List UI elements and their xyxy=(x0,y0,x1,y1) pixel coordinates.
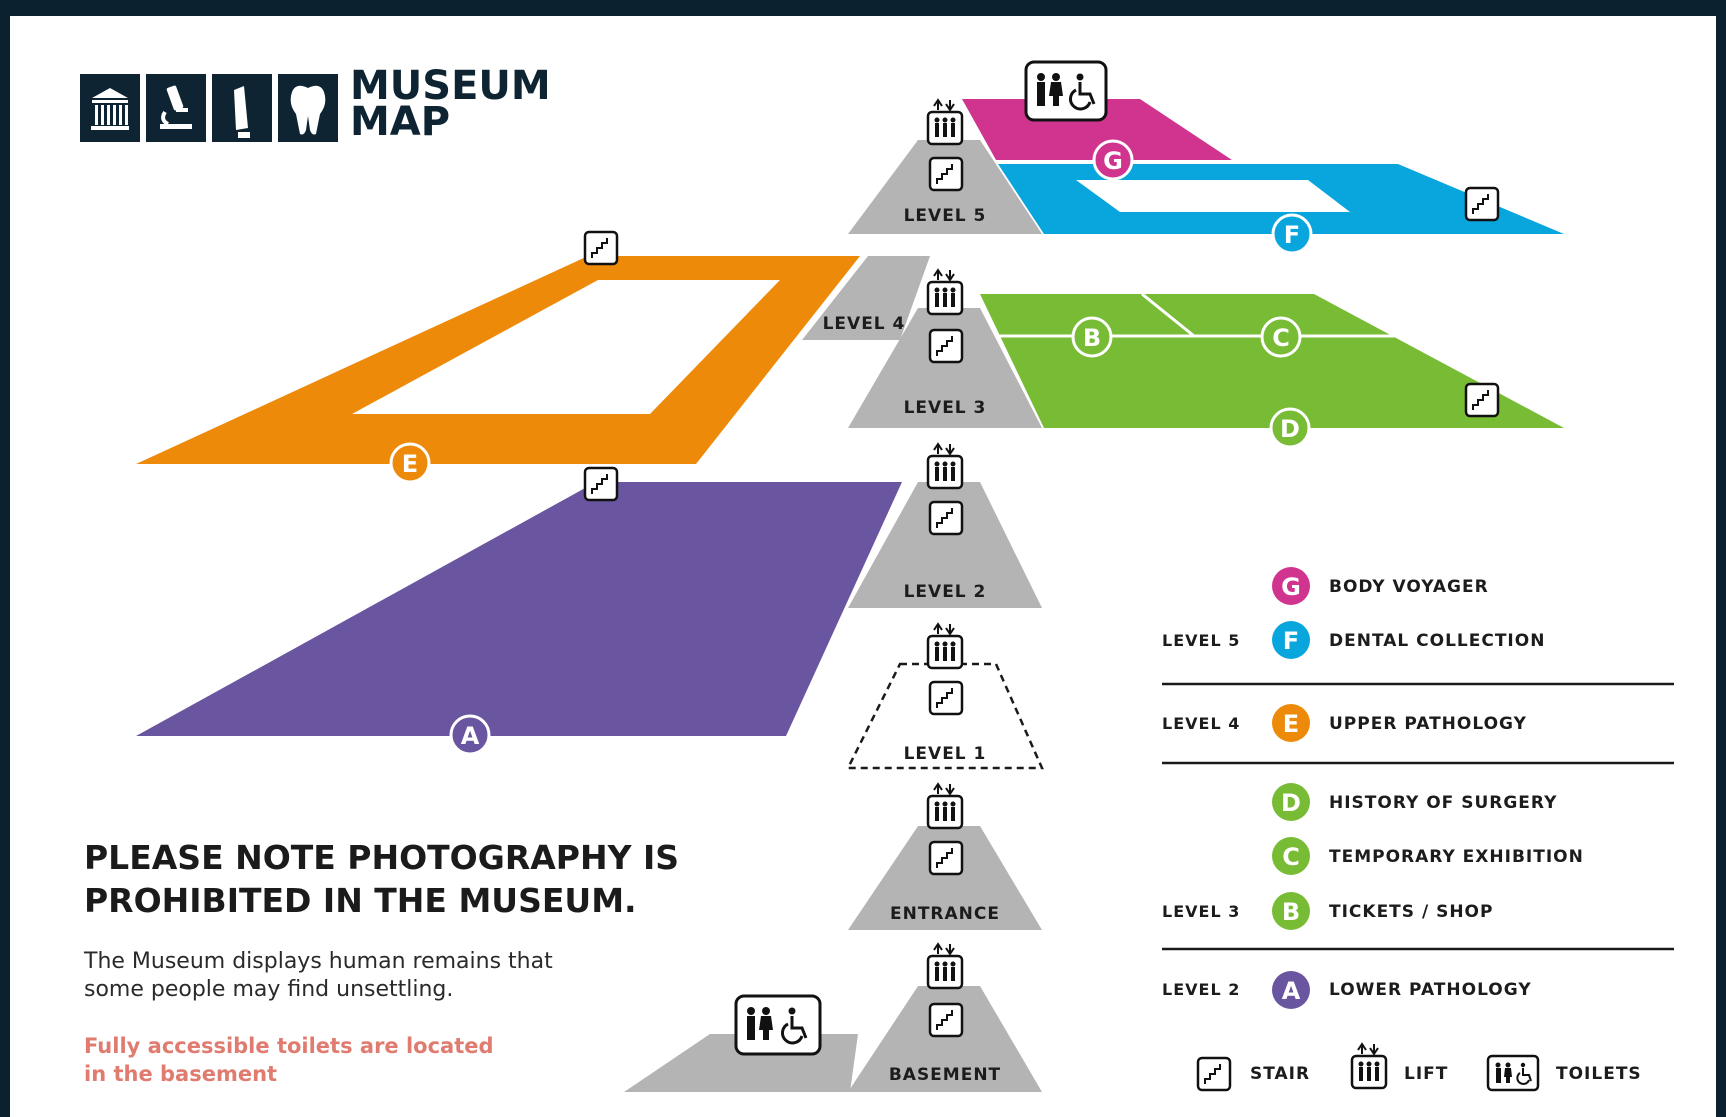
stair-icon xyxy=(1196,1056,1232,1092)
key-toilets-label: TOILETS xyxy=(1556,1064,1642,1084)
stair-icon xyxy=(928,840,964,876)
zone-bcd-area[interactable] xyxy=(980,294,1564,428)
map-canvas: LEVEL 5 LEVEL 4 LEVEL 3 LEVEL 2 LEVEL 1 … xyxy=(10,16,1716,1117)
stair-icon xyxy=(583,466,619,502)
badge-letter: B xyxy=(1083,324,1101,352)
tooth-icon xyxy=(278,74,338,142)
toilets-icon xyxy=(1486,1054,1540,1092)
badge-letter: G xyxy=(1103,147,1123,175)
legend-item-label: HISTORY OF SURGERY xyxy=(1329,793,1557,813)
stair-icon xyxy=(1464,186,1500,222)
lift-icon xyxy=(926,622,964,670)
content-warning: The Museum displays human remains that s… xyxy=(84,949,553,1002)
stair-icon xyxy=(928,328,964,364)
core-level2 xyxy=(848,482,1042,608)
legend-item-g: G BODY VOYAGER xyxy=(1272,567,1489,605)
floor-label-entrance: ENTRANCE xyxy=(890,904,1000,924)
floor-label-level5: LEVEL 5 xyxy=(904,206,987,226)
stair-icon xyxy=(928,156,964,192)
toilets-icon xyxy=(734,994,822,1056)
badge-a[interactable]: A xyxy=(449,714,491,756)
legend-badge-letter: B xyxy=(1282,898,1300,926)
legend-item-f: F DENTAL COLLECTION xyxy=(1272,621,1545,659)
zone-a-area[interactable] xyxy=(136,482,902,736)
legend-item-label: DENTAL COLLECTION xyxy=(1329,631,1545,651)
floor-label-level4: LEVEL 4 xyxy=(823,314,906,334)
floor-label-level2: LEVEL 2 xyxy=(904,582,987,602)
badge-letter: D xyxy=(1280,415,1300,443)
legend-item-label: LOWER PATHOLOGY xyxy=(1329,980,1532,1000)
toilets-icon xyxy=(1024,60,1108,122)
legend-item-label: TEMPORARY EXHIBITION xyxy=(1329,847,1584,867)
map-title-line1: MUSEUM xyxy=(350,63,551,109)
stair-icon xyxy=(583,230,619,266)
lift-icon xyxy=(1350,1042,1388,1090)
core-level1 xyxy=(845,662,1044,770)
logo-icons xyxy=(80,74,338,142)
legend-item-label: UPPER PATHOLOGY xyxy=(1329,714,1527,734)
legend-level3: LEVEL 3 xyxy=(1162,902,1240,921)
zone-divider xyxy=(1141,292,1195,338)
legend-level5: LEVEL 5 xyxy=(1162,631,1240,650)
badge-letter: C xyxy=(1272,324,1290,352)
legend-item-b: B TICKETS / SHOP xyxy=(1272,892,1493,930)
legend-item-label: BODY VOYAGER xyxy=(1329,577,1489,597)
saw-icon xyxy=(212,74,272,142)
legend: LEVEL 5 LEVEL 4 LEVEL 3 LEVEL 2 G BODY V… xyxy=(1162,567,1674,1009)
badge-e[interactable]: E xyxy=(389,442,431,484)
legend-item-e: E UPPER PATHOLOGY xyxy=(1272,704,1527,742)
lift-icon xyxy=(926,268,964,316)
floor-label-level1: LEVEL 1 xyxy=(904,744,987,764)
stair-icon xyxy=(1464,382,1500,418)
core-entrance xyxy=(848,826,1042,930)
legend-badge-letter: F xyxy=(1283,627,1299,655)
floor-label-basement: BASEMENT xyxy=(889,1065,1001,1085)
legend-item-d: D HISTORY OF SURGERY xyxy=(1272,783,1557,821)
legend-level2: LEVEL 2 xyxy=(1162,980,1240,999)
badge-letter: F xyxy=(1284,221,1300,249)
stair-icon xyxy=(928,500,964,536)
stair-icon xyxy=(928,1002,964,1038)
legend-badge-letter: A xyxy=(1282,977,1301,1005)
zone-e-area[interactable] xyxy=(136,256,860,464)
legend-level4: LEVEL 4 xyxy=(1162,714,1240,733)
legend-badge-letter: C xyxy=(1282,843,1300,871)
badge-letter: A xyxy=(461,722,480,750)
badge-d[interactable]: D xyxy=(1269,407,1311,449)
legend-badge-letter: E xyxy=(1283,710,1299,738)
badge-b[interactable]: B xyxy=(1071,316,1113,358)
legend-badge-letter: D xyxy=(1281,789,1301,817)
floor-plan-diagram: LEVEL 5 LEVEL 4 LEVEL 3 LEVEL 2 LEVEL 1 … xyxy=(80,60,1674,1092)
badge-f[interactable]: F xyxy=(1271,213,1313,255)
badge-c[interactable]: C xyxy=(1260,316,1302,358)
badge-g[interactable]: G xyxy=(1092,139,1134,181)
lift-icon xyxy=(926,942,964,990)
legend-item-c: C TEMPORARY EXHIBITION xyxy=(1272,837,1584,875)
accessible-toilets-note: Fully accessible toilets are located in … xyxy=(84,1034,494,1086)
floor-label-level3: LEVEL 3 xyxy=(904,398,987,418)
key-lift-label: LIFT xyxy=(1404,1064,1448,1084)
core-level3 xyxy=(848,308,1042,428)
icon-key: STAIR LIFT TOI xyxy=(1196,1042,1642,1092)
map-title: MUSEUM MAP xyxy=(350,63,551,145)
level4-landing xyxy=(802,256,930,340)
core-basement xyxy=(848,986,1042,1092)
zone-f-area[interactable] xyxy=(998,164,1564,234)
legend-badge-letter: G xyxy=(1281,573,1301,601)
microscope-icon xyxy=(146,74,206,142)
photography-notice: PLEASE NOTE PHOTOGRAPHY IS PROHIBITED IN… xyxy=(84,838,679,920)
key-stair-label: STAIR xyxy=(1250,1064,1310,1084)
badge-letter: E xyxy=(402,450,418,478)
legend-item-a: A LOWER PATHOLOGY xyxy=(1272,971,1532,1009)
lift-icon xyxy=(926,442,964,490)
building-icon xyxy=(80,74,140,142)
legend-item-label: TICKETS / SHOP xyxy=(1329,902,1493,922)
lift-icon xyxy=(926,782,964,830)
map-title-line2: MAP xyxy=(350,99,451,145)
lift-icon xyxy=(926,98,964,146)
stair-icon xyxy=(928,680,964,716)
